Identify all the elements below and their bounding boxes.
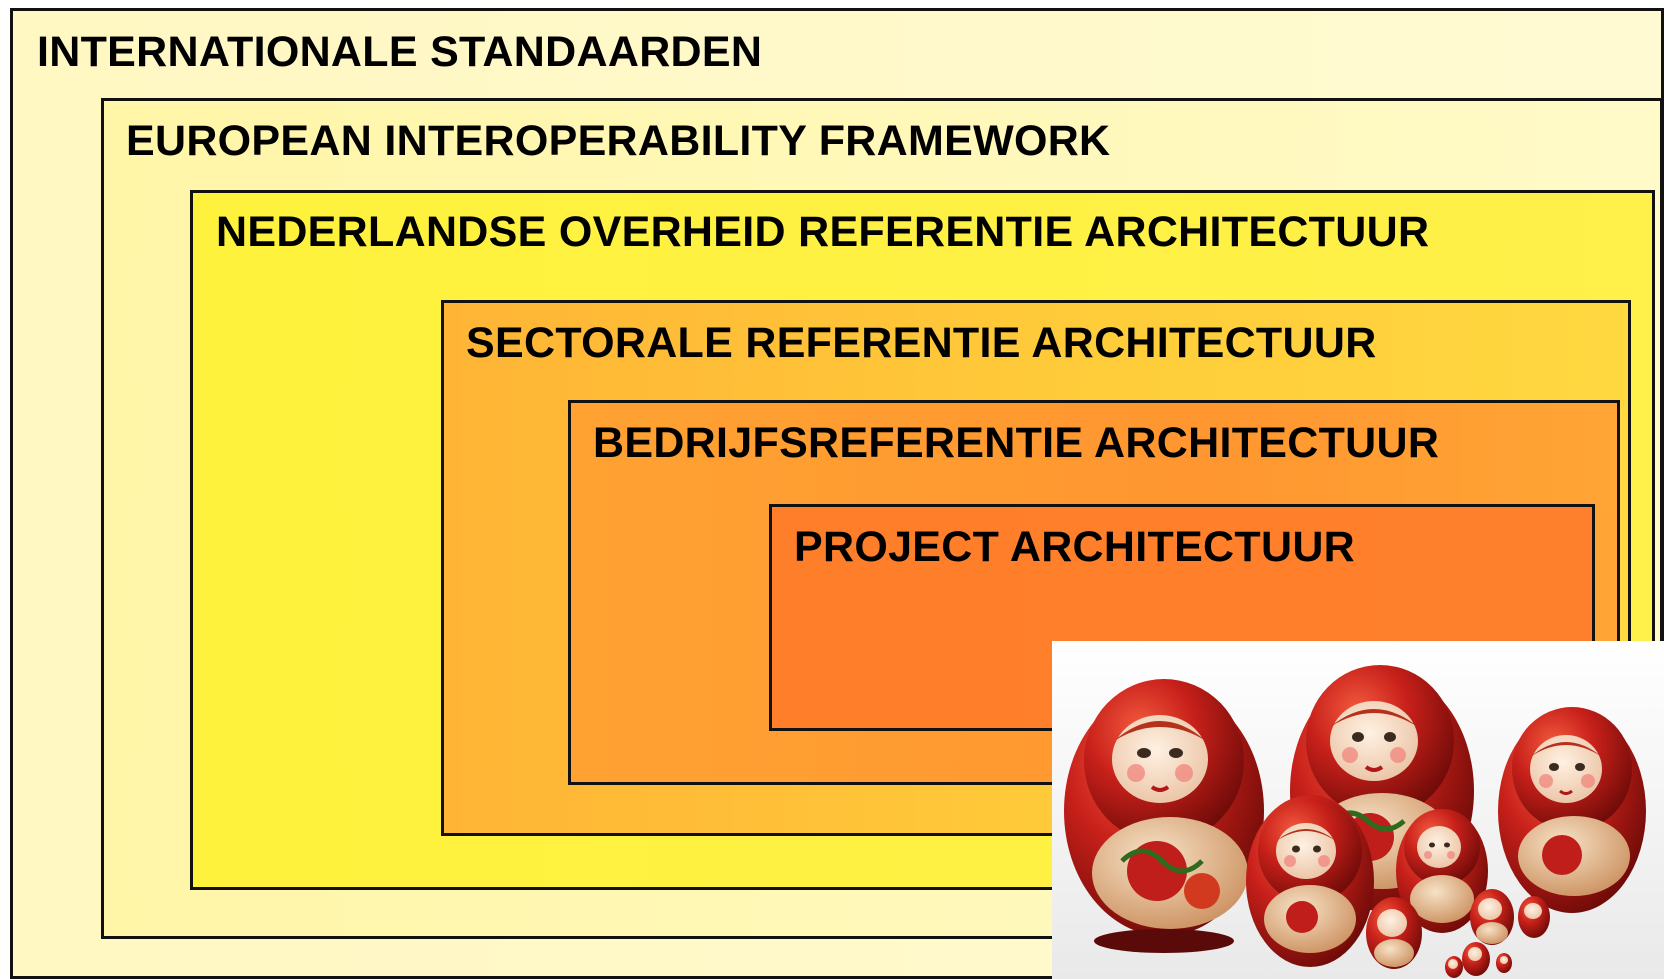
doll-tiny-3 [1518,896,1550,938]
doll-tiny-2 [1470,889,1514,945]
level-label: NEDERLANDSE OVERHEID REFERENTIE ARCHITEC… [216,208,1430,256]
doll-medium-front [1246,795,1374,967]
doll-large-left [1064,679,1264,953]
doll-right [1498,707,1646,913]
level-label: INTERNATIONALE STANDAARDEN [37,28,763,76]
level-label: EUROPEAN INTEROPERABILITY FRAMEWORK [126,117,1111,165]
level-label: BEDRIJFSREFERENTIE ARCHITECTUUR [593,419,1440,467]
level-label: PROJECT ARCHITECTUUR [794,523,1356,571]
doll-tiny-4 [1462,942,1490,976]
doll-tiny-5 [1445,956,1463,978]
doll-tiny-6 [1496,953,1512,973]
matryoshka-dolls-photo [1052,641,1664,979]
doll-tiny-1 [1366,897,1422,969]
level-label: SECTORALE REFERENTIE ARCHITECTUUR [466,319,1377,367]
doll-small [1396,809,1488,933]
